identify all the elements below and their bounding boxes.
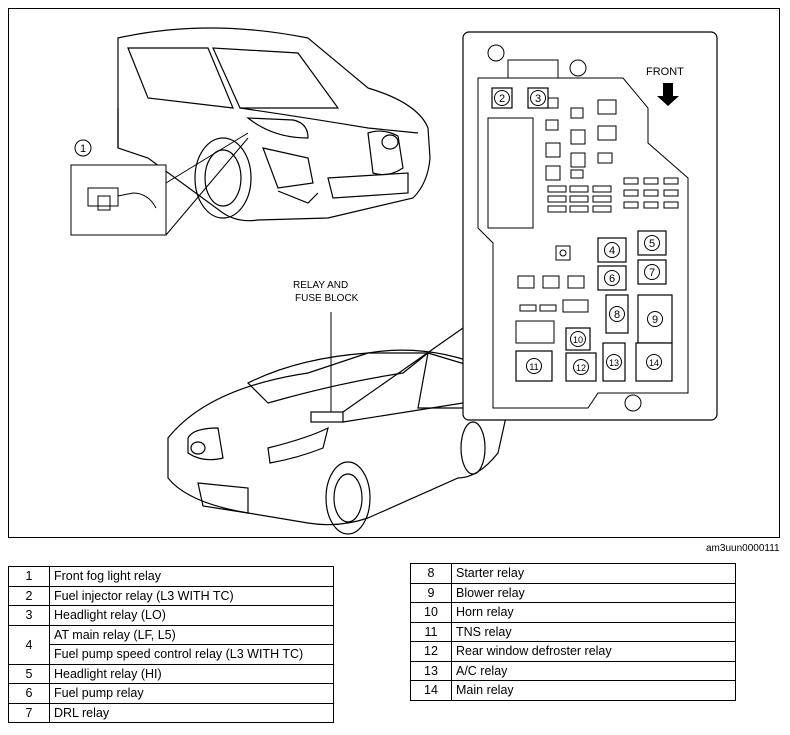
image-code: am3uun0000111 xyxy=(706,543,780,554)
relay-slot-number: 9 xyxy=(652,314,658,326)
relay-slot-number: 4 xyxy=(609,245,615,257)
lower-car-illustration xyxy=(167,312,509,535)
relay-slot-3: 3 xyxy=(527,87,549,109)
relay-slot-5: 5 xyxy=(637,230,667,256)
table-row: Fuel pump speed control relay (L3 WITH T… xyxy=(9,644,334,665)
relay-slot-number: 8 xyxy=(614,309,620,321)
relay-slot-4: 4 xyxy=(597,237,627,263)
relay-slot-10: 10 xyxy=(565,327,591,351)
relay-slot-13: 13 xyxy=(602,342,626,382)
upper-car-illustration xyxy=(117,27,431,222)
relay-slot-number: 12 xyxy=(576,363,586,373)
front-label: FRONT xyxy=(646,66,684,78)
relay-connector-icon xyxy=(87,187,157,211)
relay-slot-2: 2 xyxy=(491,87,513,109)
relay-block-inset: FRONT 2 3 4 5 6 7 8 9 10 11 12 13 14 xyxy=(462,31,718,421)
relay-fuse-block-label-1: RELAY AND xyxy=(293,280,348,291)
relay-slot-number: 5 xyxy=(649,238,655,250)
relay-slot-number: 13 xyxy=(609,358,619,368)
relay-slot-11: 11 xyxy=(515,350,553,382)
relay-slot-number: 7 xyxy=(649,267,655,279)
relay-slot-9: 9 xyxy=(637,294,673,344)
relay-slot-number: 11 xyxy=(529,362,538,372)
relay-slot-number: 6 xyxy=(609,273,615,285)
callout-front-fog-relay: 1 xyxy=(70,132,249,236)
relay-slots: 2 3 4 5 6 7 8 9 10 11 12 13 14 xyxy=(491,87,673,382)
relay-slot-number: 10 xyxy=(573,335,583,345)
relay-slot-6: 6 xyxy=(597,265,627,291)
fuse-slots xyxy=(515,97,679,344)
relay-fuse-block-label-2: FUSE BLOCK xyxy=(295,293,359,304)
relay-slot-number: 14 xyxy=(649,358,659,368)
callout-number: 1 xyxy=(80,143,86,155)
relay-slot-number: 3 xyxy=(535,93,541,105)
relay-slot-12: 12 xyxy=(565,352,597,382)
relay-slot-14: 14 xyxy=(635,342,673,382)
relay-slot-number: 2 xyxy=(499,93,505,105)
relay-slot-8: 8 xyxy=(605,294,629,334)
front-arrow-icon xyxy=(657,83,679,106)
relay-location-diagram: 1 RELAY AND FUSE BLOCK xyxy=(8,8,780,538)
relay-slot-7: 7 xyxy=(637,259,667,285)
